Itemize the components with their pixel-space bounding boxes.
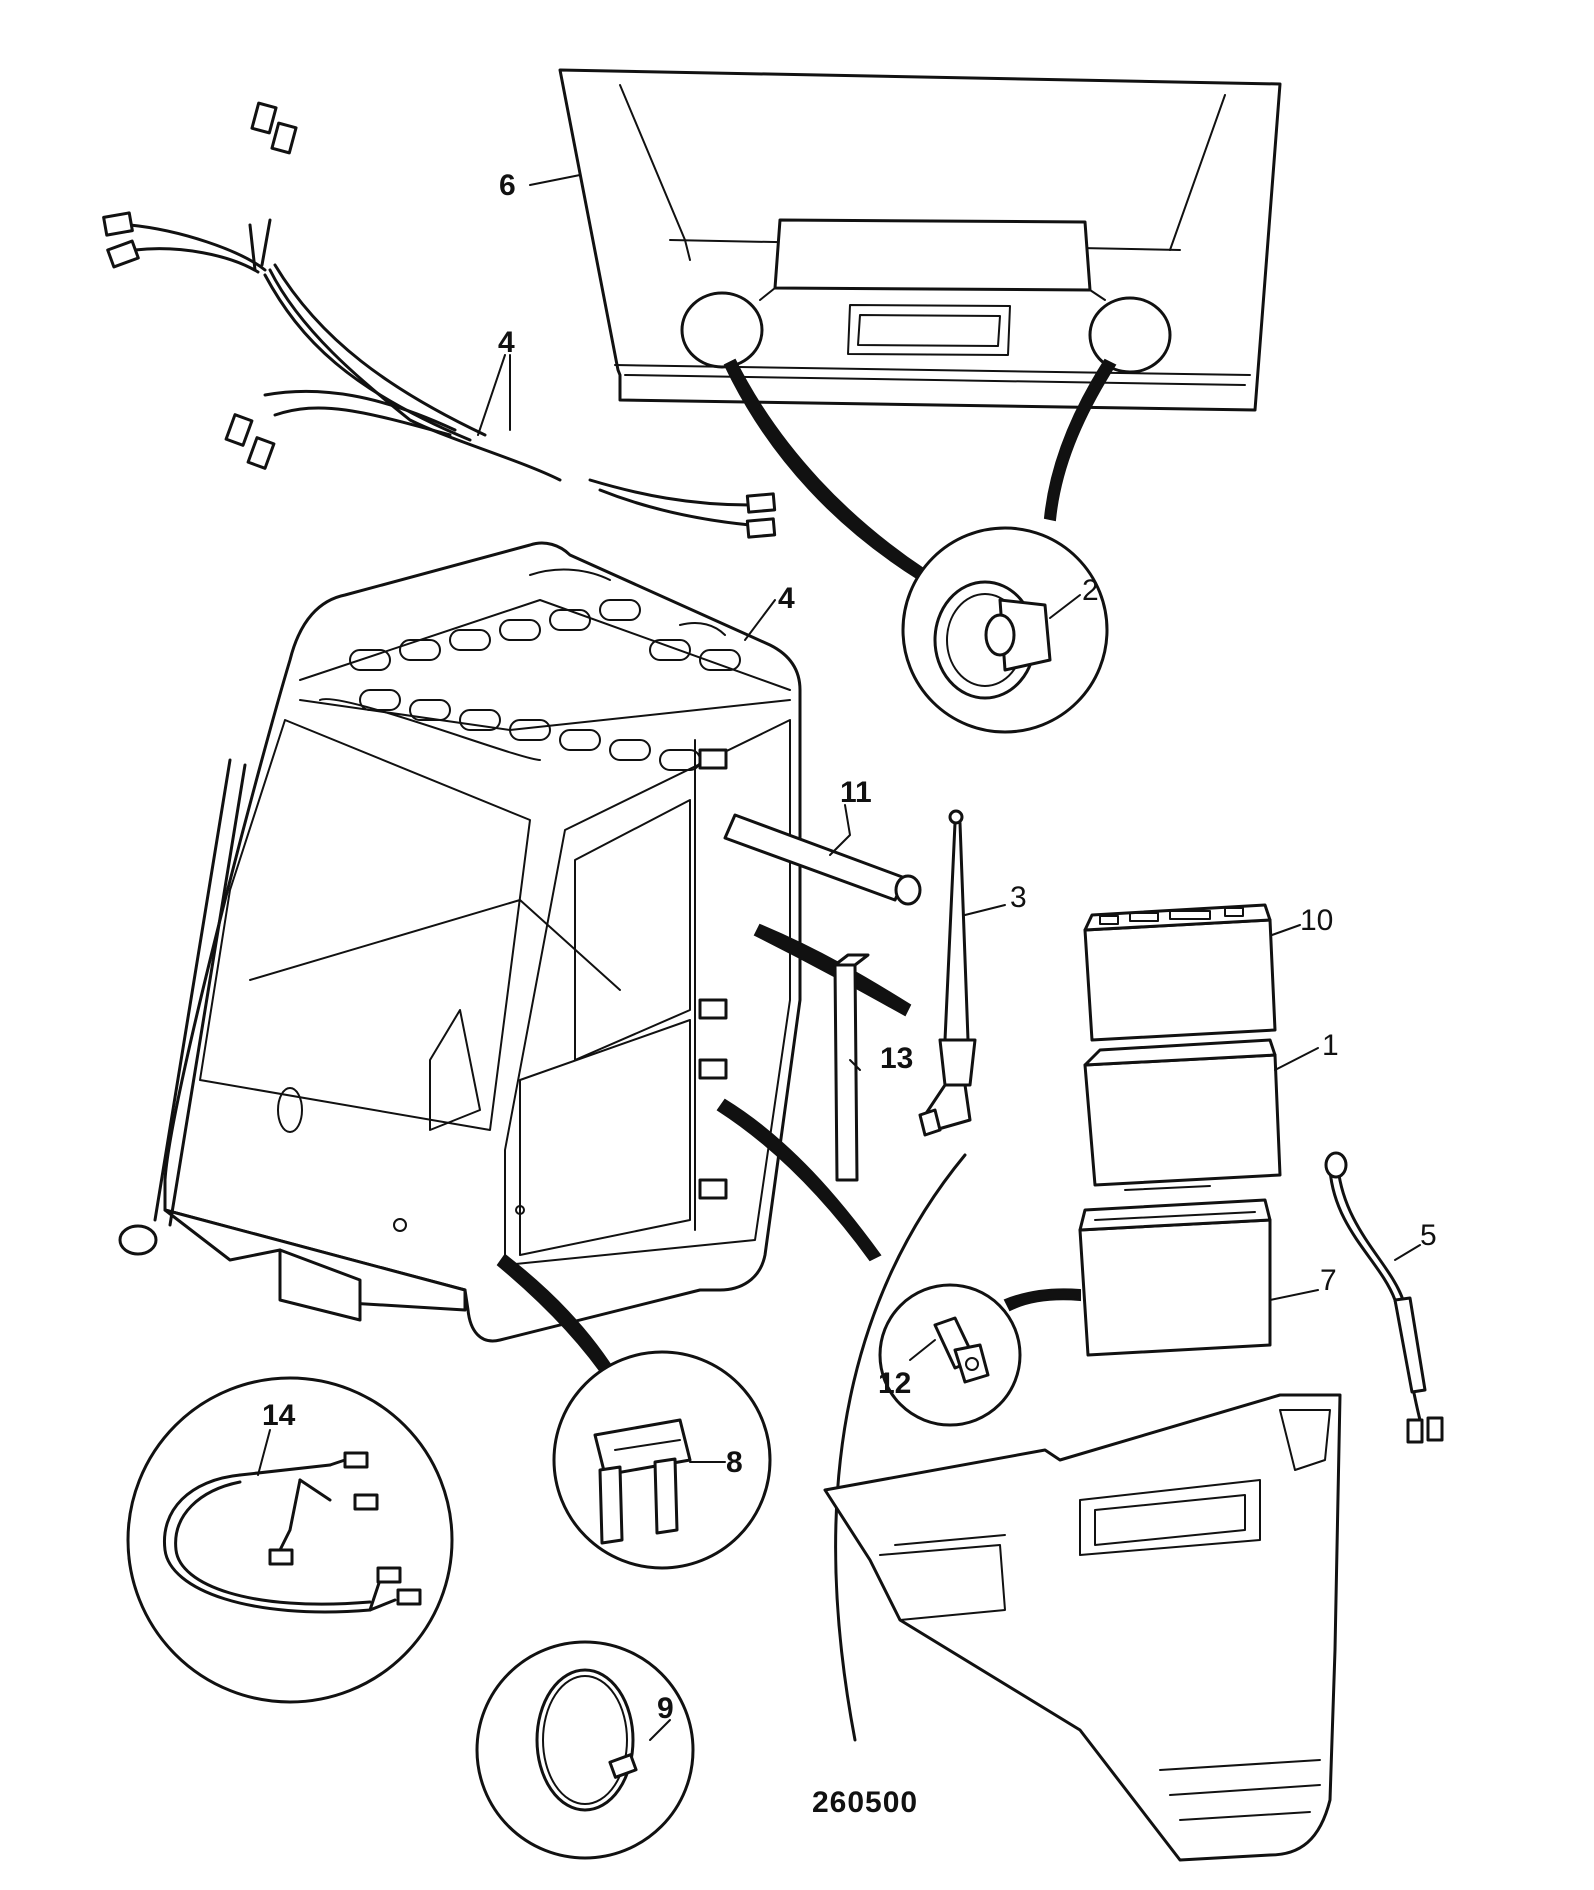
callout-4-cab: 4	[778, 582, 795, 615]
callout-7: 7	[1320, 1264, 1337, 1297]
callout-1: 1	[1322, 1029, 1339, 1062]
wiring-harness	[102, 101, 777, 539]
callout-13: 13	[880, 1042, 913, 1075]
callout-leaders	[257, 174, 1421, 1741]
bolt-leader	[1003, 1288, 1081, 1312]
callout-11: 11	[840, 776, 872, 809]
clip-detail	[475, 1640, 695, 1860]
speaker-detail	[901, 526, 1109, 734]
antenna-part	[918, 809, 977, 1137]
radio-unit	[1083, 903, 1277, 1042]
lead-part	[1324, 1151, 1444, 1444]
callout-12: 12	[878, 1367, 911, 1400]
callout-3: 3	[1010, 881, 1027, 914]
radio-box	[1083, 1038, 1282, 1191]
bolt-detail	[878, 1283, 1022, 1427]
rod-part	[723, 813, 922, 906]
callout-6: 6	[499, 169, 516, 202]
harness-detail	[126, 1376, 454, 1704]
radio-housing	[1078, 1198, 1272, 1357]
callout-4-harness: 4	[498, 326, 515, 359]
cab-frame	[118, 541, 802, 1343]
roof-console-panel	[558, 68, 1282, 412]
callout-8: 8	[726, 1446, 743, 1479]
fuse-detail	[552, 1350, 772, 1570]
drawing-reference-number: 260500	[812, 1786, 918, 1819]
callout-5: 5	[1420, 1219, 1437, 1252]
dash-panel-detail	[823, 1153, 1342, 1862]
callout-10: 10	[1300, 904, 1333, 937]
speaker-right-leader	[1043, 358, 1117, 522]
callout-14: 14	[262, 1399, 296, 1432]
cab-hinge-leader	[716, 1098, 882, 1262]
bar-part	[833, 953, 870, 1182]
cab-door-leader	[753, 923, 912, 1017]
callout-9: 9	[657, 1692, 674, 1725]
callout-2: 2	[1082, 574, 1099, 607]
